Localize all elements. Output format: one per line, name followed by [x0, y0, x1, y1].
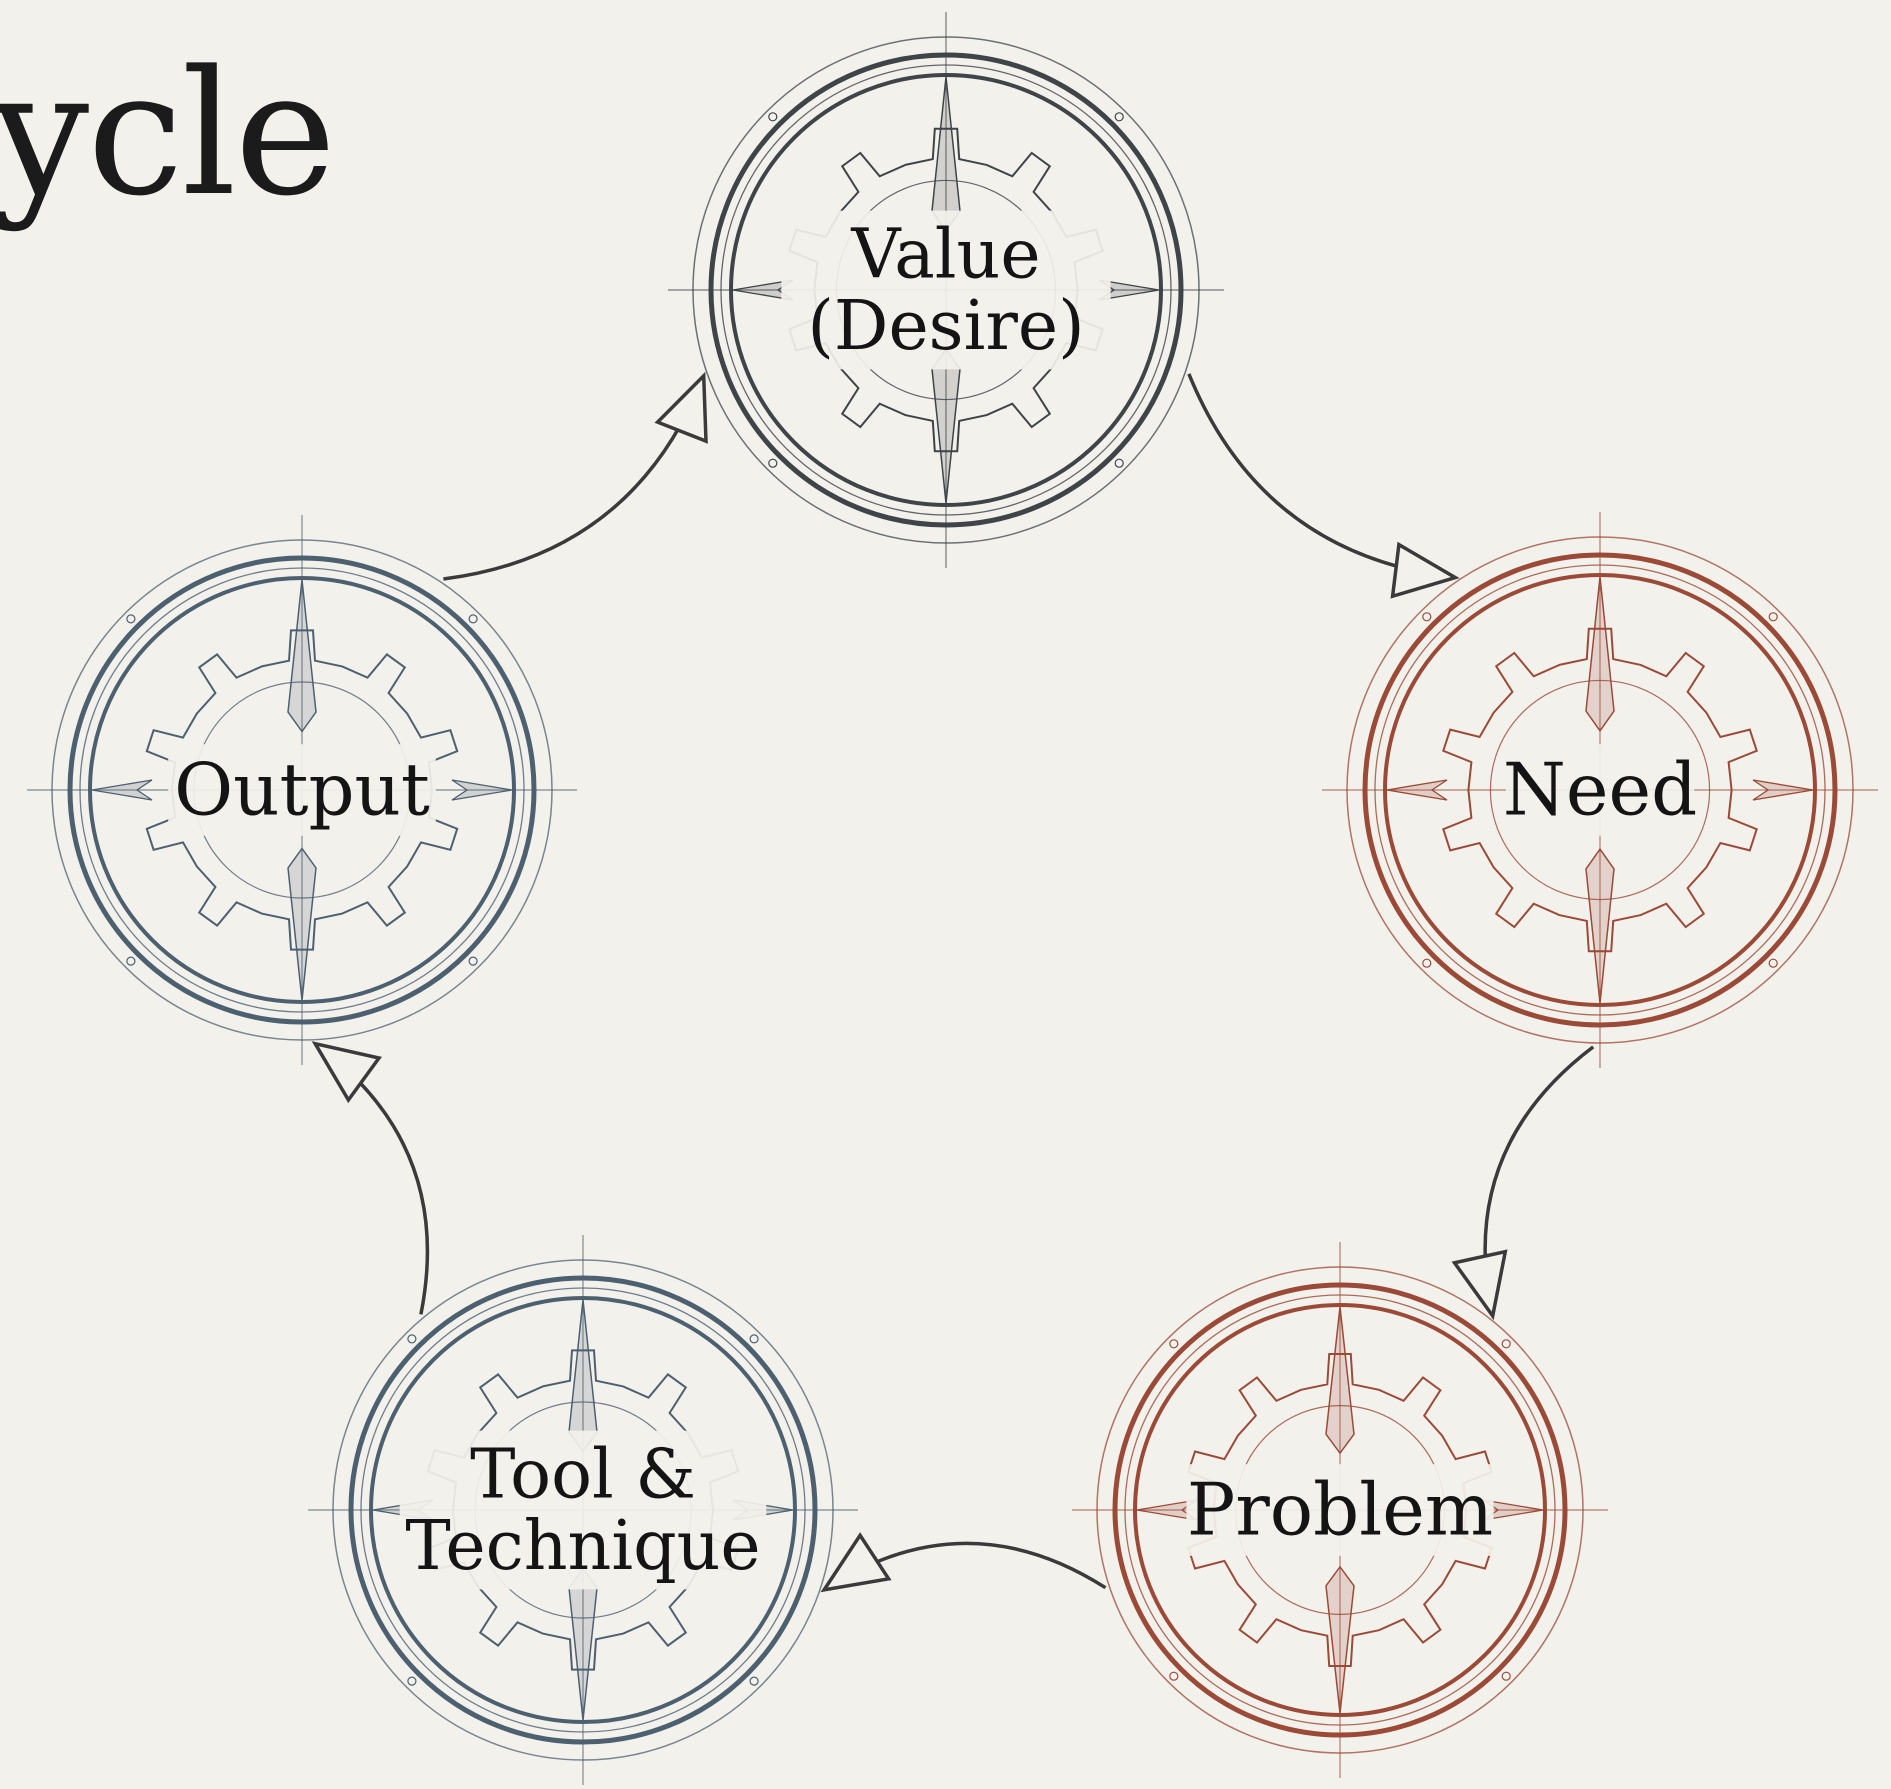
ring-tick [749, 1334, 759, 1344]
ring-tick [1169, 1339, 1179, 1349]
ring-tick [1114, 458, 1124, 468]
compass-needle-south-icon [1325, 1565, 1355, 1714]
compass-needle-north-icon [568, 1299, 598, 1453]
node-label: Value [850, 215, 1040, 294]
label-backdrop [399, 1430, 767, 1590]
compass-needle-east-icon [451, 779, 513, 801]
ring-tick [1501, 1339, 1511, 1349]
compass-needle-north-icon [287, 579, 317, 733]
edge-tool-to-output [311, 1041, 430, 1315]
compass-needle-west-icon [732, 279, 794, 301]
connector-arc [443, 375, 706, 581]
compass-needle-north-icon [931, 76, 961, 233]
ring-tick [1169, 1671, 1179, 1681]
compass-needle-west-icon [1136, 1499, 1198, 1521]
node-output: Output [27, 515, 577, 1065]
edge-output-to-value [443, 371, 708, 581]
label-backdrop [168, 744, 436, 836]
arrowhead-icon [654, 371, 708, 444]
ring-tick [407, 1676, 417, 1686]
connector-arc [314, 1042, 430, 1315]
gear-icon [1442, 627, 1758, 953]
ring-tick [126, 614, 136, 624]
ring-tick [768, 458, 778, 468]
node-label: (Desire) [807, 287, 1084, 366]
label-backdrop [1505, 744, 1695, 836]
node-need: Need [1322, 512, 1878, 1068]
ring-tick [468, 614, 478, 624]
arrowhead-icon [820, 1532, 892, 1593]
ring-tick [749, 1676, 759, 1686]
gear-hub [1489, 679, 1711, 901]
arrowhead-icon [1451, 1249, 1508, 1321]
edge-need-to-problem [1451, 1045, 1595, 1321]
node-value: Value(Desire) [668, 12, 1224, 568]
connector-arc [1187, 373, 1456, 580]
ring-tick [768, 112, 778, 122]
compass-needle-west-icon [91, 779, 153, 801]
ring-tick [468, 956, 478, 966]
ring-tick [1768, 612, 1778, 622]
edge-value-to-need [1187, 373, 1460, 599]
node-problem: Problem [1072, 1242, 1608, 1778]
edge-problem-to-tool [820, 1532, 1107, 1593]
compass-needle-north-icon [1325, 1306, 1355, 1455]
arrowhead-icon [1390, 541, 1460, 599]
ring-tick [1114, 112, 1124, 122]
arrowhead-icon [311, 1041, 382, 1104]
ring-tick [1768, 958, 1778, 968]
node-label: Problem [1187, 1467, 1493, 1551]
node-label: Output [174, 747, 430, 831]
page-title: ycle [0, 33, 336, 234]
label-backdrop [1186, 1464, 1494, 1556]
ring-tick [1422, 612, 1432, 622]
ring-tick [1501, 1671, 1511, 1681]
node-label: Technique [405, 1507, 760, 1586]
node-tool: Tool &Technique [308, 1235, 858, 1785]
ring-tick [1422, 958, 1432, 968]
compass-needle-south-icon [1585, 847, 1615, 1004]
compass-needle-north-icon [1585, 576, 1615, 733]
compass-needle-south-icon [568, 1567, 598, 1721]
node-label: Need [1503, 747, 1697, 831]
compass-needle-east-icon [1752, 779, 1814, 801]
ring-tick [126, 956, 136, 966]
ring-tick [407, 1334, 417, 1344]
compass-needle-east-icon [1098, 279, 1160, 301]
label-backdrop [781, 210, 1111, 370]
compass-needle-south-icon [931, 347, 961, 504]
compass-needle-east-icon [1482, 1499, 1544, 1521]
node-label: Tool & [470, 1435, 696, 1514]
gear-icon [145, 629, 459, 951]
compass-needle-south-icon [287, 847, 317, 1001]
compass-needle-west-icon [1386, 779, 1448, 801]
